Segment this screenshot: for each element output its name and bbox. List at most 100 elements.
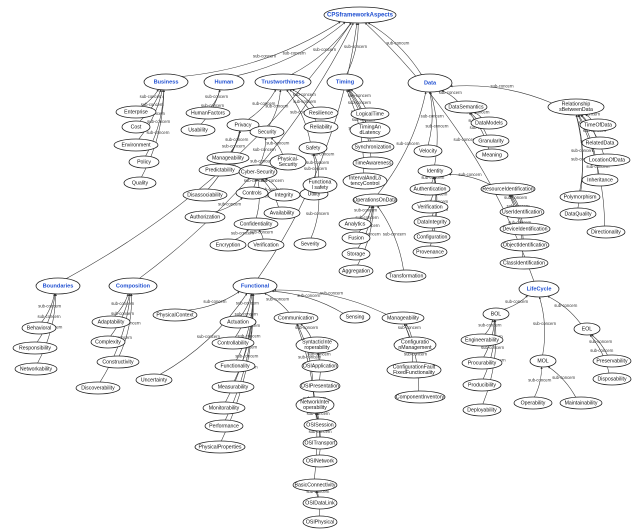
node-lifecycle[interactable]: LifeCycle [518, 280, 560, 298]
node-environment[interactable]: Environment [113, 138, 159, 152]
node-functionality[interactable]: Functionality [214, 359, 256, 373]
node-aggregation[interactable]: Aggregation [338, 264, 374, 278]
node-manageability_t[interactable]: Manageability [206, 151, 250, 165]
node-authentication[interactable]: Authentication [409, 182, 451, 196]
node-eol[interactable]: EOL [573, 322, 601, 336]
node-uncertainty[interactable]: Uncertainty [135, 373, 173, 387]
node-safety[interactable]: Safety [298, 141, 328, 155]
node-engineerability[interactable]: Engineerability [460, 333, 504, 347]
node-confidentiality[interactable]: Confidentiality [233, 217, 279, 231]
node-configuration[interactable]: Configuration [413, 230, 451, 244]
node-useridentification[interactable]: UserIdentification [499, 205, 545, 219]
node-predictability[interactable]: Predictability [198, 163, 242, 177]
node-osinetwork[interactable]: OSINetwork [302, 454, 338, 468]
node-security[interactable]: Security [249, 125, 285, 139]
node-componentinventory[interactable]: ComponentInventory [394, 390, 446, 404]
node-analytics[interactable]: Analytics [338, 217, 372, 231]
node-constructivity[interactable]: Constructivity [96, 355, 140, 369]
node-severity[interactable]: Severity [293, 237, 327, 251]
node-basicconnectivity[interactable]: BasicConnectivity [292, 478, 338, 492]
node-osiphysical[interactable]: OSIPhysical [302, 515, 338, 529]
node-datasemantics[interactable]: DataSemantics [444, 100, 488, 114]
node-quality[interactable]: Quality [123, 176, 157, 190]
node-policy[interactable]: Policy [128, 155, 160, 169]
node-timeawareness[interactable]: TimeAwareness [352, 156, 394, 170]
node-mol[interactable]: MOL [529, 354, 557, 368]
node-discoverability[interactable]: Discoverability [75, 381, 121, 395]
node-humanfactors[interactable]: HumanFactors [185, 106, 231, 120]
node-data[interactable]: Data [407, 73, 453, 93]
node-availability[interactable]: Availability [263, 206, 301, 220]
node-physicalsecurity[interactable]: Physical-Security [269, 153, 307, 171]
node-physicalproperties[interactable]: PhysicalProperties [194, 440, 246, 454]
node-complexity[interactable]: Complexity [90, 335, 126, 349]
node-business[interactable]: Business [143, 73, 189, 91]
node-storage[interactable]: Storage [341, 247, 371, 261]
node-synchronization[interactable]: Synchronization [351, 140, 395, 154]
node-resourceidentification[interactable]: ResourceIdentification [480, 182, 536, 196]
node-usability[interactable]: Usability [180, 123, 216, 137]
node-procurability[interactable]: Procurability [461, 356, 503, 370]
node-behavioral[interactable]: Behavioral [21, 321, 57, 335]
node-physicalcontext[interactable]: PhysicalContext [152, 308, 198, 322]
node-integrity[interactable]: Integrity [267, 188, 301, 202]
node-operability[interactable]: Operability [513, 396, 553, 410]
node-monitorability[interactable]: Monitorability [202, 401, 246, 415]
node-authorization[interactable]: Authorization [184, 210, 226, 224]
node-velocity[interactable]: Velocity [413, 144, 443, 158]
node-manageability_f[interactable]: Manageability [381, 311, 425, 325]
node-ositransport[interactable]: OSITransport [302, 436, 338, 450]
node-objectidentification[interactable]: ObjectIdentification [500, 238, 550, 252]
node-controls[interactable]: Controls [235, 186, 269, 200]
node-dataquality[interactable]: DataQuality [559, 207, 597, 221]
node-trust[interactable]: Trustworthiness [254, 73, 312, 91]
node-operationsondata[interactable]: OperationsOnData [352, 193, 398, 207]
node-directionality[interactable]: Directionality [586, 225, 626, 239]
node-osisession[interactable]: OSISession [303, 418, 337, 432]
node-maintainability[interactable]: Maintainability [559, 396, 603, 410]
node-provenance[interactable]: Provenance [412, 245, 448, 259]
node-resilience[interactable]: Resilience [303, 106, 339, 120]
node-actuation[interactable]: Actuation [219, 315, 257, 329]
node-cost[interactable]: Cost [121, 120, 151, 134]
node-root[interactable]: CPSframeworkAspects [323, 6, 397, 24]
node-timing[interactable]: Timing [326, 73, 364, 91]
node-reliability[interactable]: Reliability [303, 120, 339, 134]
node-osipresentation[interactable]: OSIPresentation [299, 379, 341, 393]
node-sensing[interactable]: Sensing [339, 310, 371, 324]
node-adaptability[interactable]: Adaptability [91, 315, 131, 329]
node-verification_d[interactable]: Verification [411, 200, 449, 214]
node-privacy[interactable]: Privacy [226, 118, 260, 132]
node-disassociability[interactable]: Disassociability [182, 188, 228, 202]
node-inheritance[interactable]: Inheritance [581, 173, 619, 187]
node-dataintegrity[interactable]: DataIntegrity [413, 215, 451, 229]
node-granularity[interactable]: Granularity [472, 134, 510, 148]
node-timeofdata[interactable]: TimeOfData [579, 118, 617, 132]
node-controllability[interactable]: Controllability [211, 336, 255, 350]
node-human[interactable]: Human [203, 73, 245, 91]
node-encryption[interactable]: Encryption [209, 238, 247, 252]
node-deployability[interactable]: Deployability [462, 403, 502, 417]
node-identity[interactable]: Identity [417, 164, 453, 178]
node-preservability[interactable]: Preservability [592, 354, 632, 368]
node-classidentification[interactable]: ClassIdentification [499, 256, 549, 270]
node-meaning[interactable]: Meaning [475, 148, 509, 162]
node-locationofdata[interactable]: LocationOfData [583, 153, 631, 167]
node-measurability[interactable]: Measurability [211, 380, 255, 394]
node-osidatalink[interactable]: OSIDataLink [302, 496, 338, 510]
node-relateddata[interactable]: RelatedData [581, 136, 619, 150]
node-verification_t[interactable]: Verification [247, 238, 285, 252]
node-composition[interactable]: Composition [108, 277, 158, 295]
node-responsibility[interactable]: Responsibility [12, 341, 58, 355]
node-bol[interactable]: BOL [482, 307, 510, 321]
node-performance[interactable]: Performance [204, 419, 244, 433]
node-logicaltime[interactable]: LogicalTime [350, 107, 390, 121]
